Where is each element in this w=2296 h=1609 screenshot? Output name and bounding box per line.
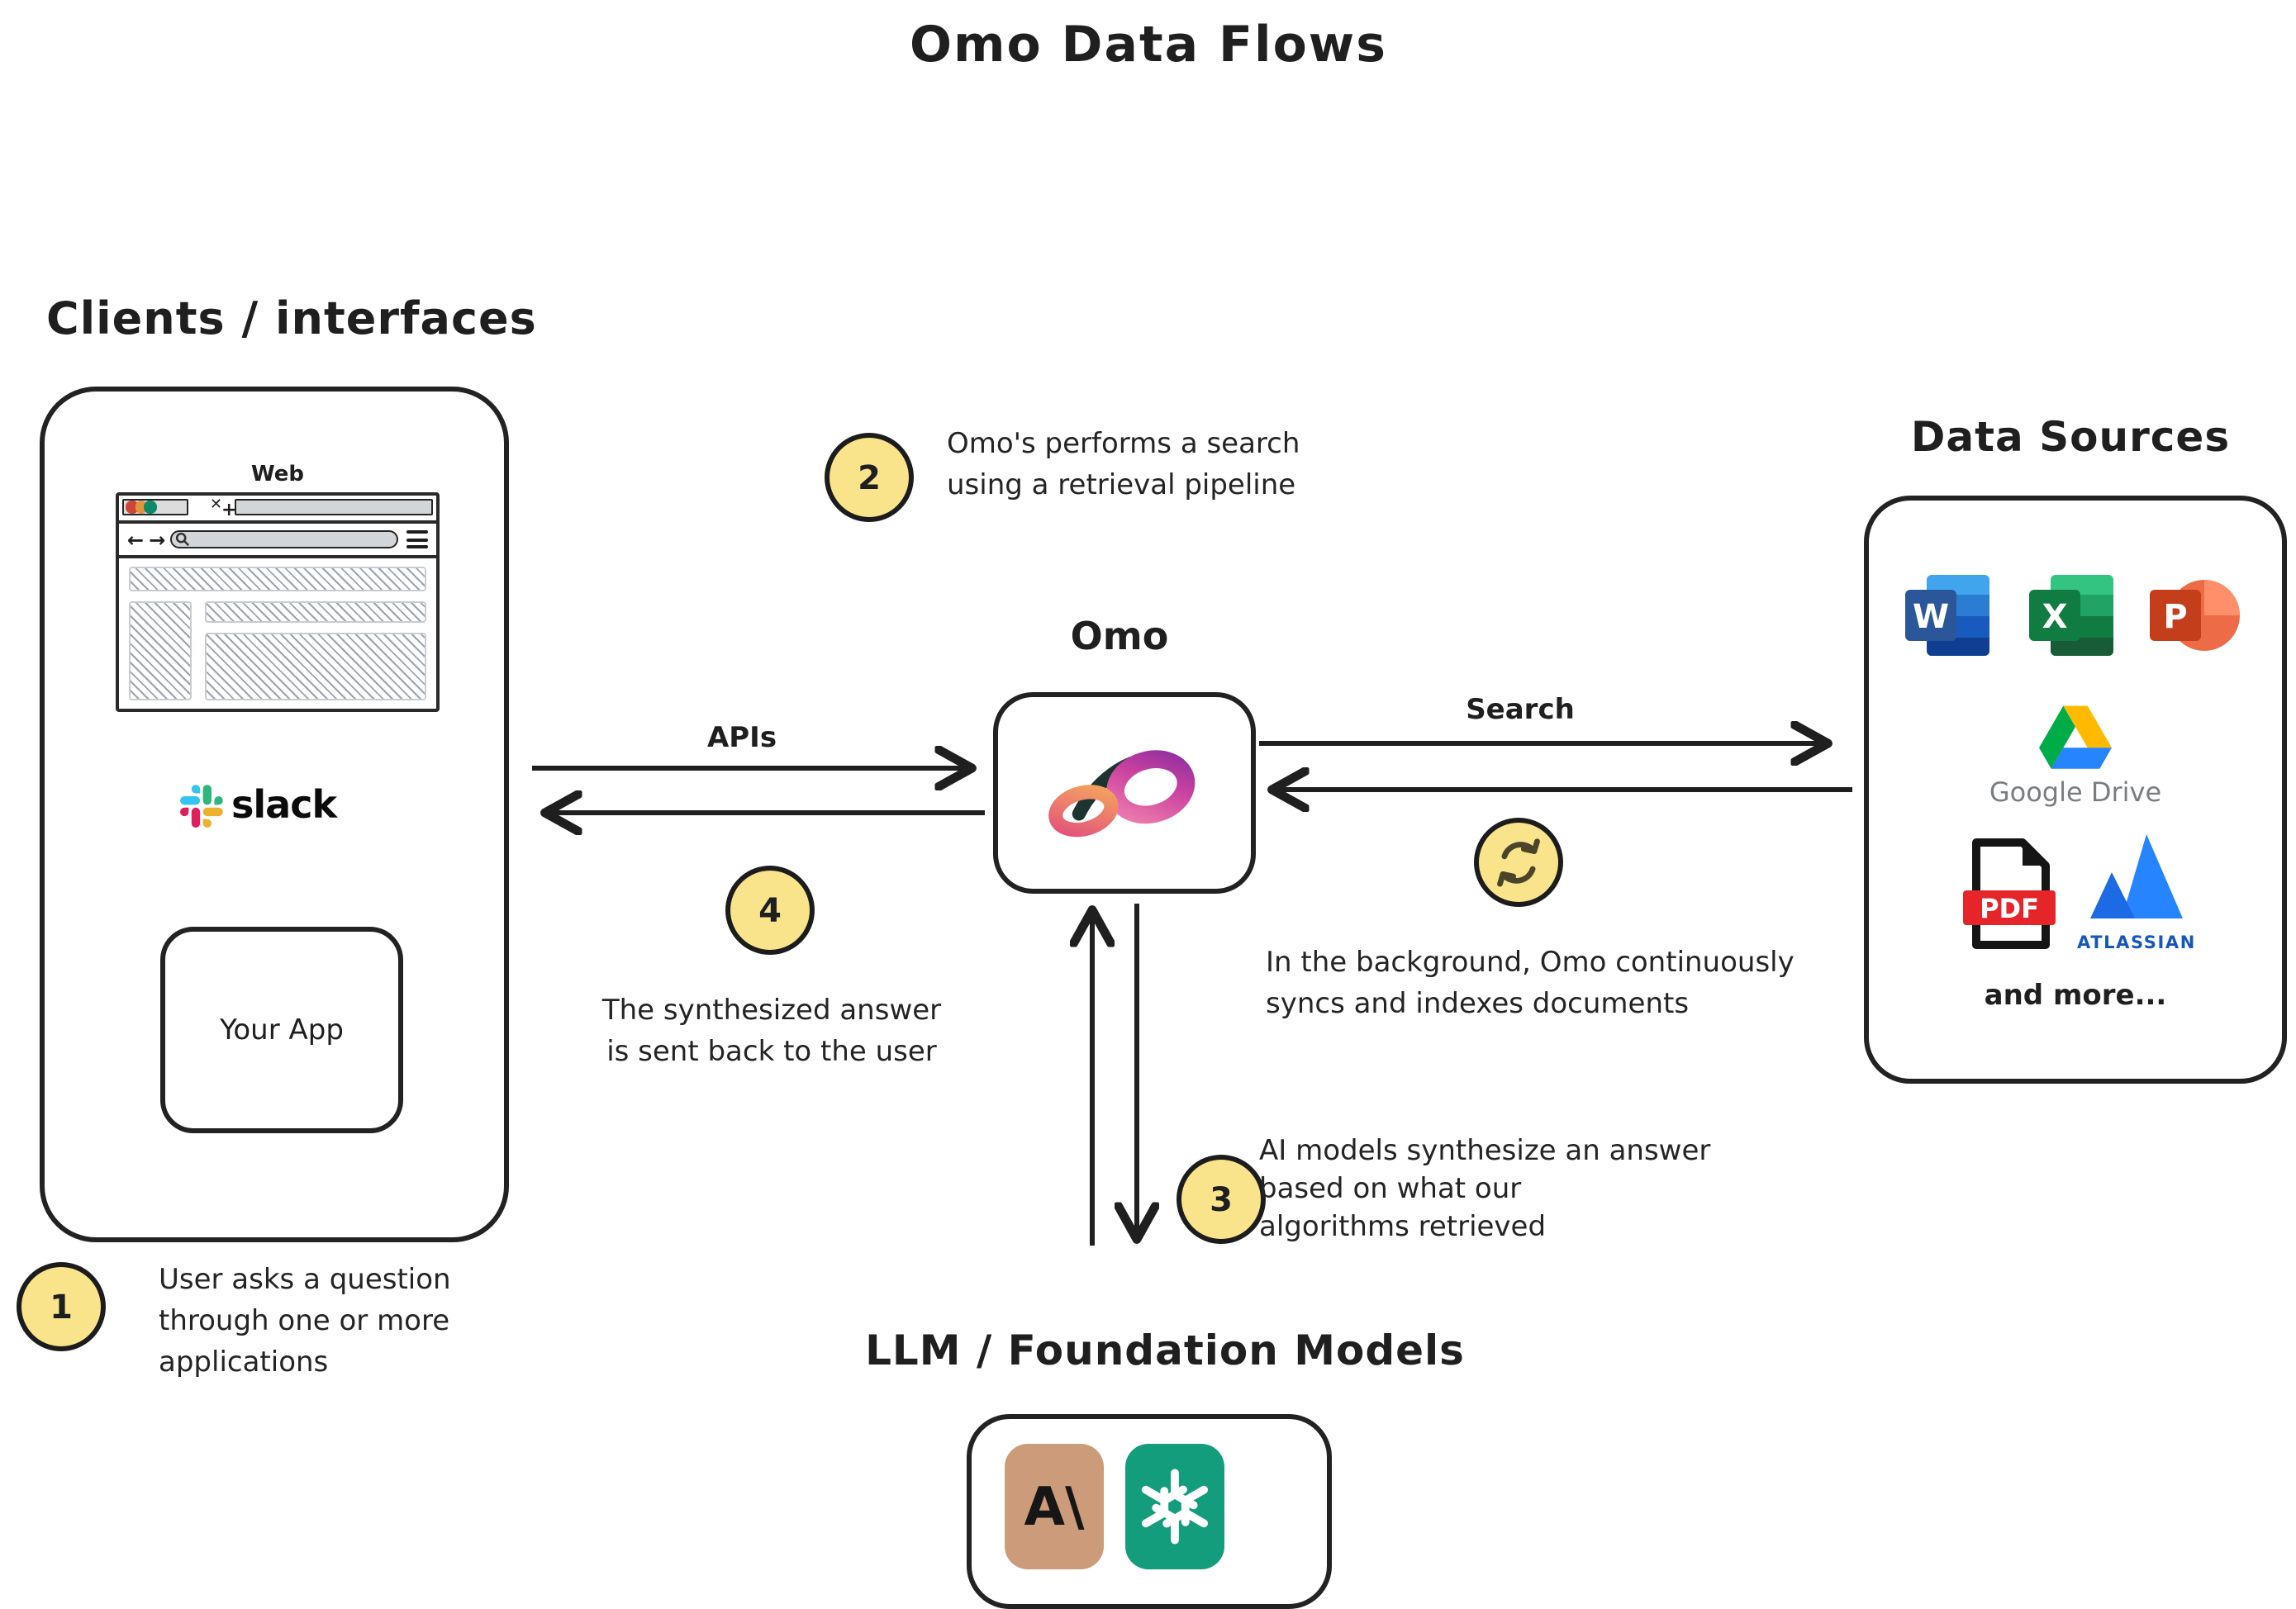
data-sources-box: W X P [1864, 496, 2287, 1084]
powerpoint-icon: P [2150, 572, 2242, 666]
openai-icon [1125, 1444, 1224, 1569]
omo-box [993, 692, 1256, 894]
browser-mockup: ✕ + ← → [116, 492, 440, 712]
step-2-text: Omo's performs a search using a retrieva… [947, 428, 1300, 502]
data-sources-heading: Data Sources [1910, 413, 2231, 461]
content-banner-placeholder [129, 567, 426, 591]
excel-icon: X [2029, 572, 2117, 666]
web-label: Web [251, 463, 304, 487]
step-2-number: 2 [858, 458, 881, 497]
step-1-badge: 1 [17, 1262, 106, 1351]
tab-close-icon: ✕ [210, 497, 223, 514]
your-app-box: Your App [160, 927, 403, 1133]
step-1-text: User asks a question through one or more… [159, 1264, 451, 1379]
llm-heading: LLM / Foundation Models [865, 1327, 1465, 1374]
step-4-badge: 4 [725, 866, 815, 955]
svg-text:X: X [2042, 598, 2068, 636]
step-4-number: 4 [758, 890, 782, 930]
anthropic-glyph: A\ [1024, 1475, 1085, 1538]
browser-tabstrip: ✕ + [119, 496, 436, 524]
back-arrow-icon: ← [127, 528, 145, 551]
slack-logo: slack [180, 785, 337, 828]
browser-navbar: ← → [119, 524, 436, 558]
forward-arrow-icon: → [149, 528, 166, 551]
traffic-red-dot [126, 501, 138, 513]
slack-icon [180, 785, 223, 828]
atlassian-label: ATLASSIAN [2077, 933, 2196, 953]
sync-note: In the background, Omo continuously sync… [1266, 947, 1794, 1021]
browser-content [119, 558, 436, 712]
page-title: Omo Data Flows [910, 17, 1387, 74]
clients-heading: Clients / interfaces [46, 294, 537, 345]
your-app-label: Your App [220, 1013, 344, 1047]
step-1-number: 1 [50, 1287, 73, 1327]
traffic-lights [122, 498, 188, 515]
svg-text:W: W [1913, 598, 1949, 636]
new-tab-bar: + [221, 498, 433, 520]
more-sources-label: and more... [1984, 980, 2167, 1013]
omo-label: Omo [1070, 616, 1169, 659]
content-body-placeholder [205, 633, 426, 700]
step-2-badge: 2 [825, 433, 914, 522]
word-icon: W [1905, 572, 1993, 666]
atlassian-icon [2090, 833, 2183, 932]
sync-icon [1497, 838, 1540, 887]
sync-badge [1474, 818, 1563, 907]
omo-logo-icon [1048, 750, 1195, 838]
menu-icon [406, 530, 428, 548]
clients-box: Web ✕ + ← → [40, 387, 509, 1242]
content-sidebar-placeholder [129, 601, 192, 700]
pdf-icon: PDF [1963, 838, 2056, 956]
address-bar [170, 530, 398, 548]
llm-box: A\ [967, 1414, 1332, 1609]
google-drive-label: Google Drive [1989, 776, 2162, 808]
step-3-number: 3 [1210, 1179, 1233, 1219]
content-bar-placeholder [205, 601, 426, 623]
anthropic-icon: A\ [1005, 1444, 1104, 1569]
traffic-green-dot [144, 501, 156, 513]
google-drive-icon [2039, 705, 2112, 776]
search-label: Search [1466, 694, 1575, 727]
svg-text:P: P [2163, 598, 2187, 636]
step-3-text: AI models synthesize an answer based on … [1259, 1135, 1711, 1244]
step-4-text: The synthesized answer is sent back to t… [601, 994, 942, 1069]
slack-wordmark: slack [231, 785, 337, 828]
apis-label: APIs [706, 722, 777, 755]
step-3-badge: 3 [1177, 1155, 1266, 1244]
new-tab-plus-icon: + [221, 498, 237, 520]
svg-text:PDF: PDF [1980, 893, 2039, 924]
search-icon [176, 532, 190, 547]
